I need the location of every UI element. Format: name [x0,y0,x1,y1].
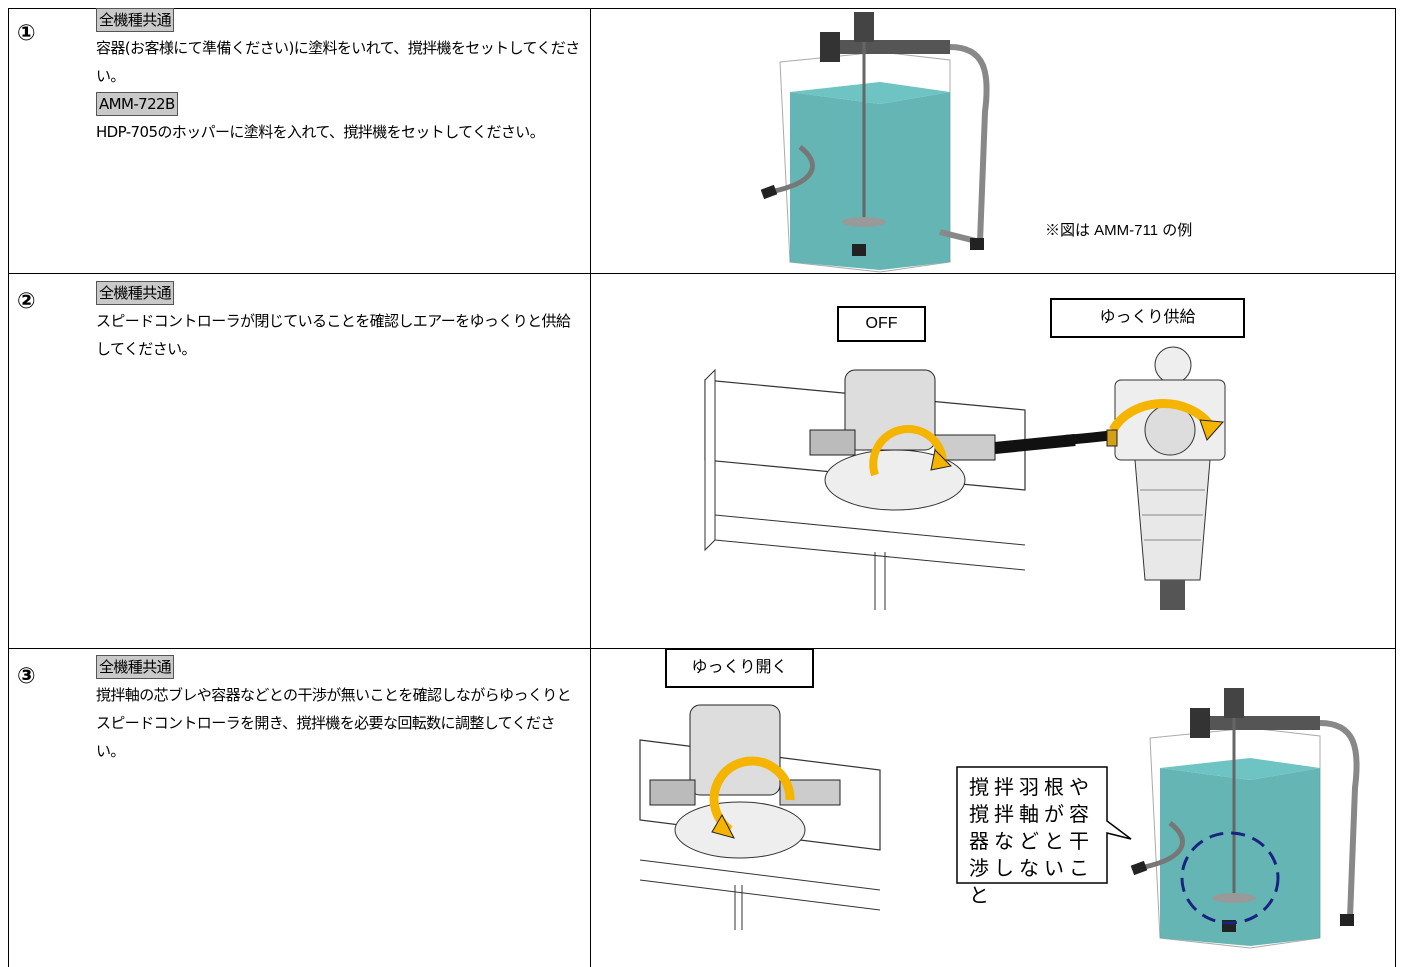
step-2-paragraph-1: スピードコントローラが閉じていることを確認しエアーをゆっくりと供給してください。 [96,312,571,358]
instruction-table [8,8,1396,967]
mixer-container-illustration [760,12,990,273]
step-number-1: ① [17,21,36,46]
figure-note: ※図は AMM-711 の例 [1045,222,1193,239]
column-divider [590,8,591,967]
model-tag: 全機種共通 [96,655,175,679]
step-2-text: 全機種共通 スピードコントローラが閉じていることを確認しエアーをゆっくりと供給し… [96,279,582,363]
step-number-2: ② [17,289,36,314]
off-label: OFF [837,306,926,342]
callout-pointer [956,766,1132,884]
model-tag: 全機種共通 [96,8,175,32]
model-tag: 全機種共通 [96,281,175,305]
interference-callout: 撹拌羽根や撹拌軸が容器などと干渉しないこと [969,775,1094,907]
mixer-interference-illustration [1130,688,1360,949]
step-3-text: 全機種共通 撹拌軸の芯ブレや容器などとの干渉が無いことを確認しながらゆっくりとス… [96,653,582,765]
slow-supply-label: ゆっくり供給 [1050,298,1245,338]
slow-open-label: ゆっくり開く [665,648,814,688]
step-3-paragraph-1: 撹拌軸の芯ブレや容器などとの干渉が無いことを確認しながらゆっくりとスピードコント… [96,686,572,760]
step-1-paragraph-1: 容器(お客様にて準備ください)に塗料をいれて、撹拌機をセットしてください。 [96,39,580,85]
step-1-text: 全機種共通 容器(お客様にて準備ください)に塗料をいれて、撹拌機をセットしてくだ… [96,6,582,146]
controller-open-illustration [639,704,881,930]
step-number-3: ③ [17,664,36,689]
step-1-paragraph-2: HDP-705のホッパーに塗料を入れて、撹拌機をセットしてください。 [96,123,545,141]
model-tag: AMM-722B [96,92,178,116]
speed-controller-illustration [704,346,1226,610]
row-divider [8,273,1396,274]
